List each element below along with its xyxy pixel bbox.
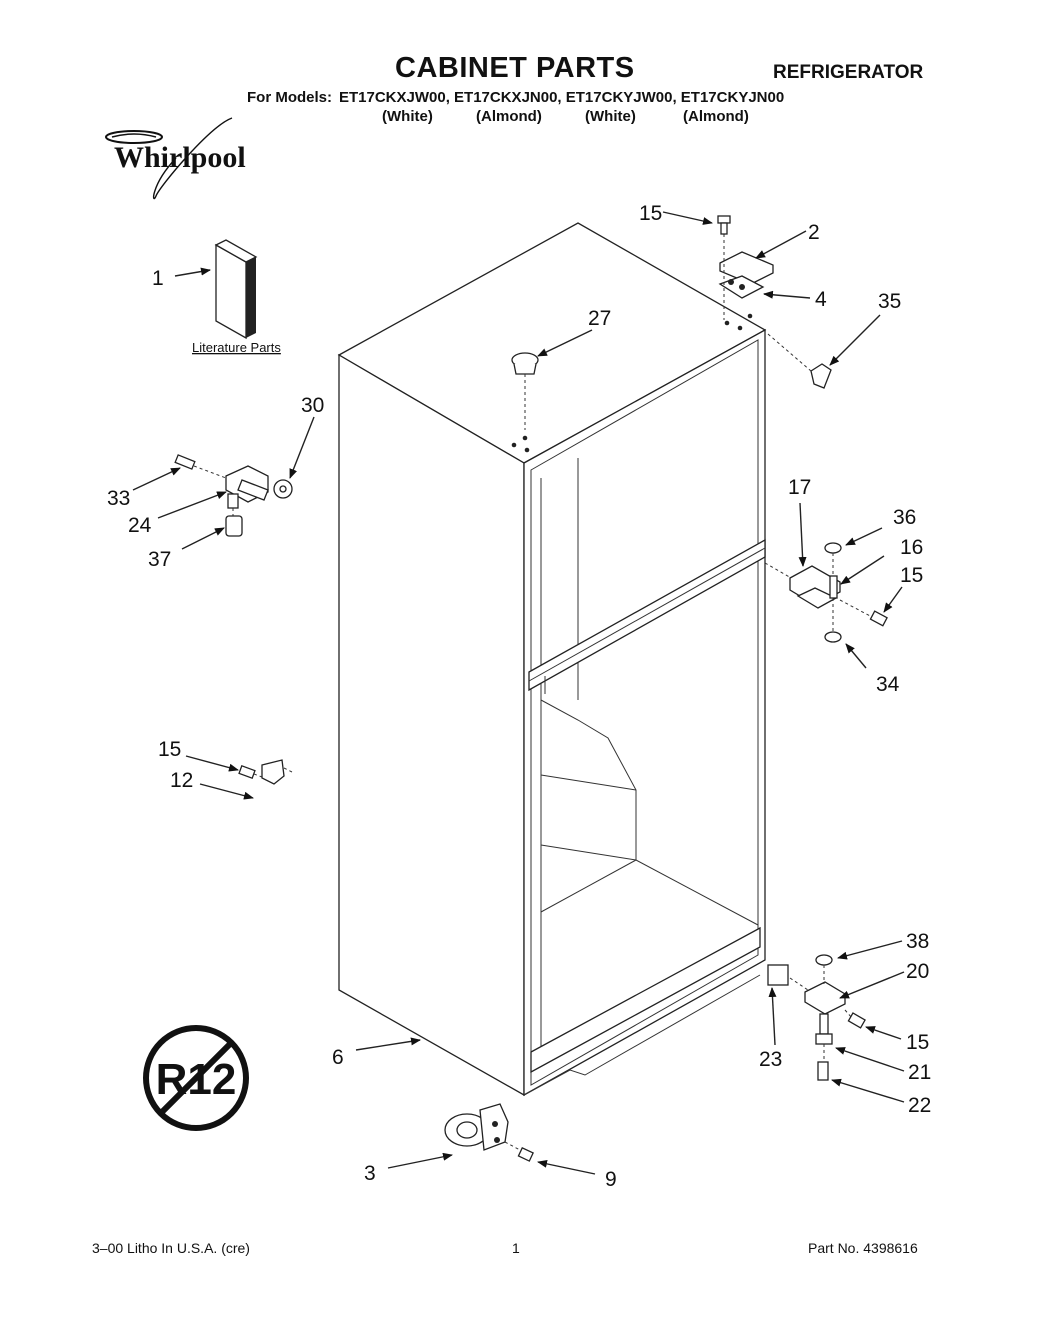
callout-21: 21 (908, 1061, 931, 1084)
callout-34: 34 (876, 673, 900, 696)
callout-3: 3 (364, 1162, 376, 1185)
callout-27: 27 (588, 307, 611, 330)
callout-17: 17 (788, 476, 811, 499)
callout-16: 16 (900, 536, 923, 559)
callout-4: 4 (815, 288, 827, 311)
bottom-hinge (767, 954, 866, 1081)
callout-12: 12 (170, 769, 193, 792)
refrigerator-cabinet (337, 222, 767, 1097)
models-list: ET17CKXJW00, ET17CKXJN00, ET17CKYJW00, E… (339, 89, 785, 106)
callout-15-left: 15 (158, 738, 181, 761)
appliance-category: REFRIGERATOR (773, 62, 924, 83)
door-closer (238, 759, 293, 785)
top-hinge (717, 215, 774, 320)
no-r12-badge: R12 (143, 1025, 249, 1131)
callout-15-center: 15 (900, 564, 923, 587)
callout-30: 30 (301, 394, 324, 417)
callout-36: 36 (893, 506, 916, 529)
callout-9: 9 (605, 1168, 617, 1191)
center-hinge (764, 542, 888, 643)
page-title: CABINET PARTS (395, 52, 635, 84)
callout-35: 35 (878, 290, 901, 313)
callout-33: 33 (107, 487, 130, 510)
callout-15-top: 15 (639, 202, 662, 225)
whirlpool-logo: Whirlpool (105, 117, 246, 200)
callout-20: 20 (906, 960, 929, 983)
leveling-leg-roller (444, 1103, 534, 1162)
leader-lines (132, 211, 905, 1175)
printing-info: 3–00 Litho In U.S.A. (cre) (92, 1240, 250, 1256)
model-color-1: (White) (382, 108, 433, 125)
callout-23: 23 (759, 1048, 782, 1071)
literature-caption: Literature Parts (192, 340, 281, 355)
literature-booklet: Literature Parts (192, 239, 281, 355)
callout-numbers: 1 2 4 15 35 27 30 33 24 37 17 36 16 15 3… (107, 202, 931, 1191)
model-color-4: (Almond) (683, 108, 749, 125)
callout-2: 2 (808, 221, 820, 244)
plug-button (511, 352, 539, 430)
door-stop-assembly (174, 454, 293, 537)
callout-6: 6 (332, 1046, 344, 1069)
brand-wordmark: Whirlpool (114, 141, 246, 174)
callout-22: 22 (908, 1094, 931, 1117)
callout-37: 37 (148, 548, 171, 571)
models-prefix: For Models: (247, 89, 332, 106)
page-number: 1 (512, 1240, 520, 1256)
callout-38: 38 (906, 930, 929, 953)
model-color-2: (Almond) (476, 108, 542, 125)
model-color-3: (White) (585, 108, 636, 125)
callout-1: 1 (152, 267, 164, 290)
callout-24: 24 (128, 514, 152, 537)
callout-15-bottom: 15 (906, 1031, 929, 1054)
part-number: Part No. 4398616 (808, 1240, 918, 1256)
hinge-cover (767, 333, 832, 389)
